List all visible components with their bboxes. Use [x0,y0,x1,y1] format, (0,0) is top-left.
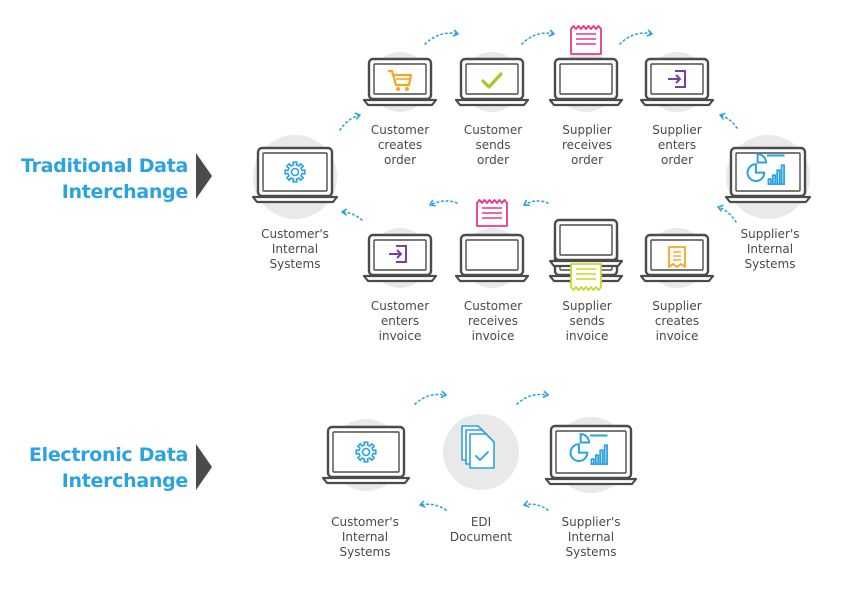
customer-systems-laptop [251,146,339,204]
traditional-chevron-icon [196,153,212,199]
shopping-cart-icon [388,69,413,91]
dotted-arrow [339,112,361,131]
traditional-heading-line1: Traditional Data [21,155,188,177]
dotted-arrow [341,208,363,221]
gear-icon [284,161,306,183]
invoice-step-laptop [362,233,438,283]
dotted-arrow [419,500,447,511]
dotted-arrow [414,390,447,405]
checkmark-icon [481,72,503,89]
invoice-step-laptop [639,233,715,283]
dotted-arrow [429,199,458,207]
order-step-laptop [454,57,530,107]
electronic-heading-line1: Electronic Data [28,444,188,466]
electronic-heading-line2: Interchange [61,470,189,492]
edi-document-icon [461,425,495,469]
dotted-arrow [424,29,459,45]
dashboard-chart-icon [746,153,785,186]
invoice-step-laptop [454,233,530,283]
dotted-arrow [521,29,555,45]
electronic-chevron-icon [196,444,212,490]
edi-supplier-laptop [544,424,638,486]
traditional-heading: Traditional Data Interchange [10,153,188,205]
receipt-icon [476,199,508,227]
enter-arrow-icon [668,70,686,88]
dotted-arrow [619,29,653,45]
dotted-arrow [523,500,549,511]
dotted-arrow [523,199,549,207]
receipt-icon [570,263,602,291]
order-step-laptop [548,57,624,107]
gear-icon [355,441,377,463]
dashboard-chart-icon [569,433,608,466]
dotted-arrow [516,390,549,405]
invoice-step-laptop [548,218,624,268]
dotted-arrow [719,112,738,129]
order-step-laptop [362,57,438,107]
dotted-arrow [717,204,737,223]
enter-arrow-icon [389,245,407,263]
traditional-heading-line2: Interchange [61,181,189,203]
receipt-icon [570,25,602,55]
invoice-icon [668,246,686,268]
electronic-heading: Electronic Data Interchange [10,442,188,494]
edi-customer-laptop [321,425,411,485]
